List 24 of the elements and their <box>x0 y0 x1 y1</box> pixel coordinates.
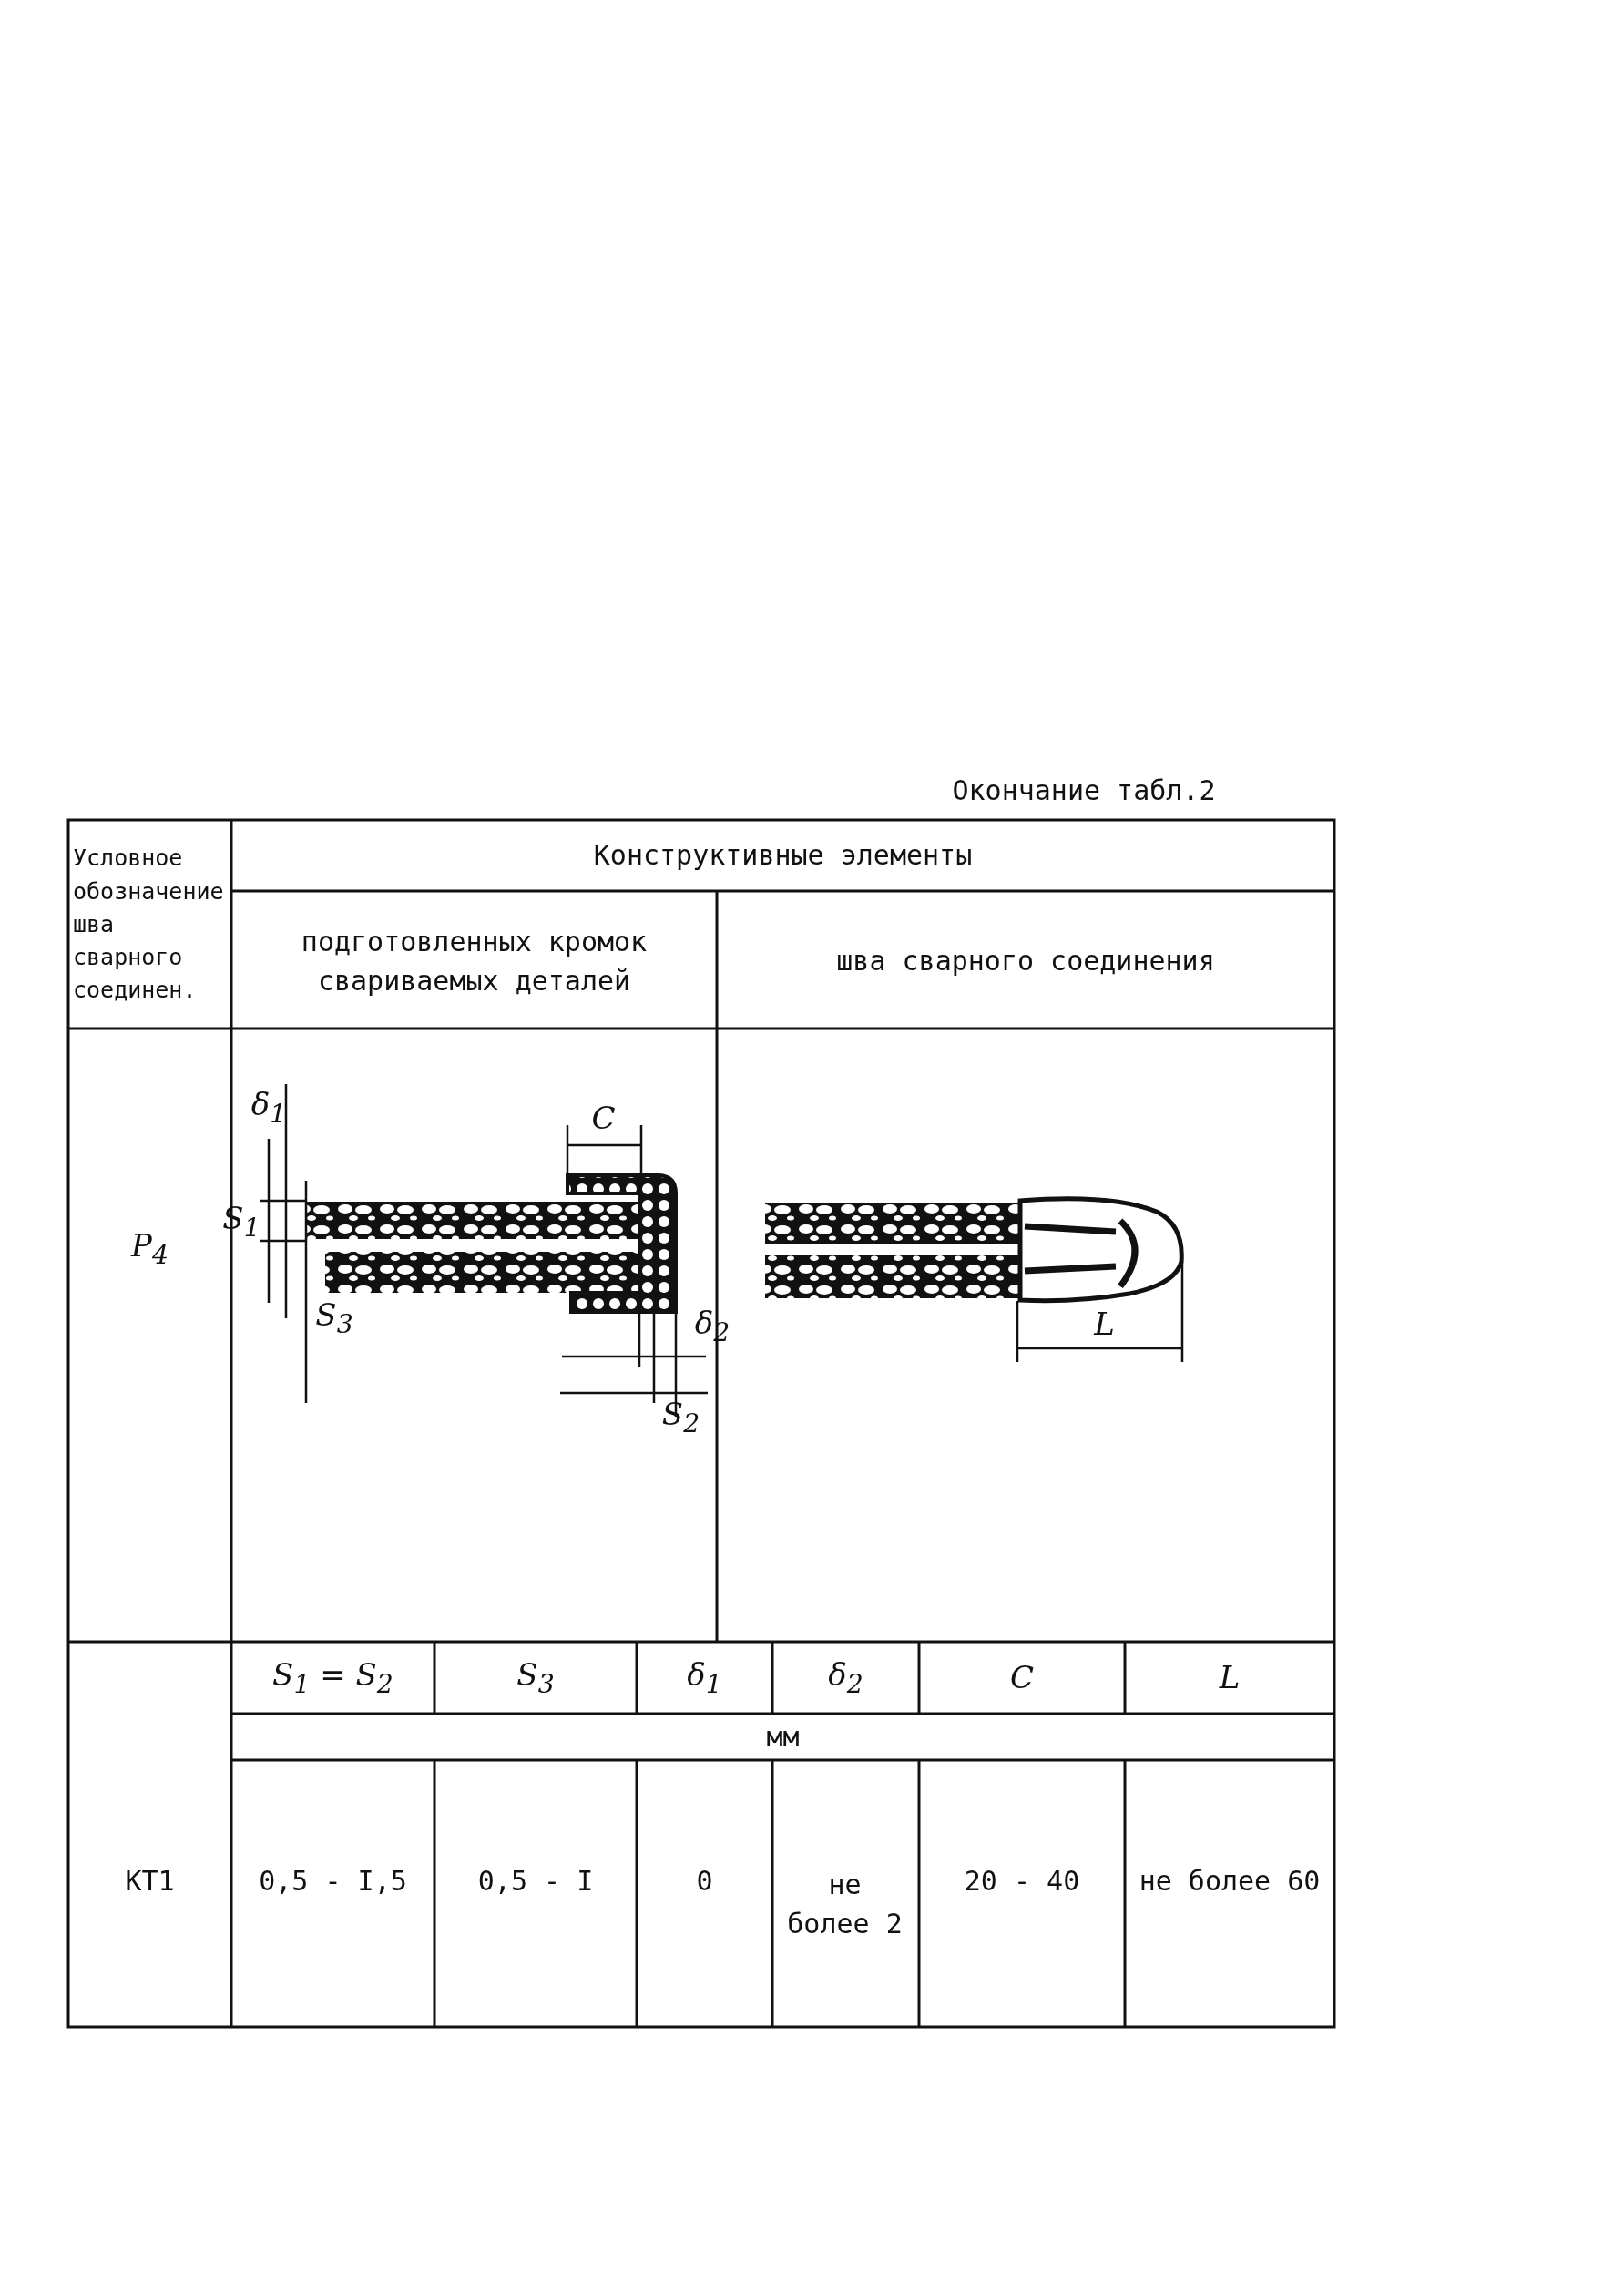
column-header: Конструктивные элементы <box>593 838 973 874</box>
column-header: Условное обозначение шва сварного соединен. <box>73 844 225 1006</box>
dimension-label: δ$_{1}$ <box>250 1084 287 1131</box>
column-header: L <box>1219 1657 1241 1697</box>
cell-text: не более 60 <box>1139 1864 1321 1900</box>
cell-text: Р$_{4}$ <box>131 1225 169 1272</box>
column-header: S$_{3}$ <box>516 1655 555 1701</box>
cell-text: 0,5 - I,5 <box>259 1864 407 1900</box>
column-header: C <box>1010 1657 1034 1697</box>
column-header: δ$_{1}$ <box>687 1655 722 1701</box>
cell-text: КТ1 <box>125 1864 175 1900</box>
dimension-label: L <box>1094 1305 1115 1345</box>
column-header: подготовленных кромок свариваемых деталей <box>300 924 649 999</box>
column-header: шва сварного соединения <box>836 944 1215 979</box>
dimension-label: S$_{3}$ <box>315 1295 353 1341</box>
table-caption: Окончание табл.2 <box>952 773 1216 808</box>
cell-text: не более 2 <box>786 1867 904 1941</box>
cell-text: 0 <box>696 1864 713 1900</box>
dimension-label: C <box>591 1098 616 1138</box>
column-header: S$_{1}$ = S$_{2}$ <box>272 1655 393 1701</box>
unit-text: мм <box>766 1719 800 1755</box>
cell-text: 20 - 40 <box>964 1864 1080 1900</box>
cell-text: 0,5 - I <box>477 1864 594 1900</box>
column-header: δ$_{2}$ <box>828 1655 863 1701</box>
